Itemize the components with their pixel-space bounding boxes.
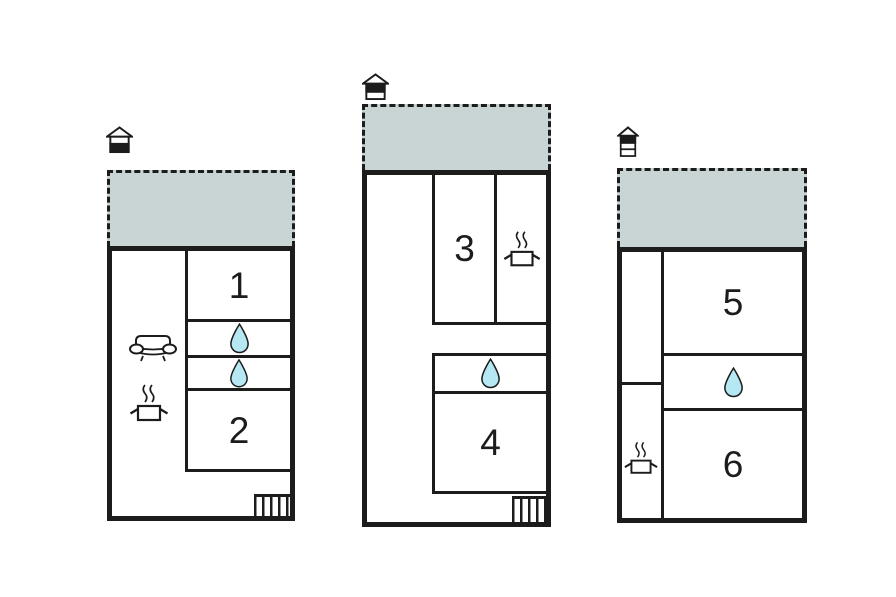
sofa-icon: [129, 335, 177, 362]
cooking-pot-icon: [503, 230, 540, 266]
kitchen: [497, 175, 546, 322]
wall: [188, 319, 290, 322]
wall: [185, 251, 188, 472]
room-4: 4: [435, 394, 546, 491]
water-drop-icon: [481, 358, 500, 389]
room-3-label: 3: [454, 228, 475, 269]
room-5-label: 5: [722, 282, 744, 323]
stairs-icon: [254, 494, 290, 516]
wall: [432, 353, 546, 356]
plan-outline: [617, 247, 807, 523]
room-1-label: 1: [228, 264, 250, 306]
room-2-label: 2: [228, 409, 250, 451]
house-level-icon-top-filled: [362, 73, 389, 101]
terrace-area: [107, 170, 295, 247]
wall: [432, 175, 435, 322]
room-3: 3: [435, 175, 494, 322]
stairs-icon: [512, 496, 546, 522]
room-2: 2: [188, 391, 290, 469]
house-level-icon-bottom-filled: [106, 126, 133, 154]
wall: [664, 353, 802, 356]
room-4-label: 4: [480, 422, 501, 463]
wall: [188, 388, 290, 391]
room-6-label: 6: [722, 444, 744, 485]
water-drop-icon: [723, 366, 743, 397]
wall: [188, 355, 290, 358]
wall: [622, 382, 661, 385]
wall: [661, 252, 664, 518]
water-drop-icon: [230, 358, 248, 387]
wall: [185, 469, 290, 472]
wall: [432, 391, 546, 394]
house-level-icon-three-storey-top-filled: [617, 126, 639, 157]
terrace-area: [362, 104, 551, 170]
wall: [494, 175, 497, 322]
bathroom: [188, 322, 290, 355]
plan-outline: [362, 170, 551, 527]
bathroom: [188, 358, 290, 388]
wall: [432, 491, 546, 494]
wall: [432, 353, 435, 494]
bathroom: [664, 356, 802, 408]
bathroom: [435, 356, 546, 391]
room-6: 6: [664, 411, 802, 518]
wall: [664, 408, 802, 411]
terrace-area: [617, 168, 807, 247]
room-1: 1: [188, 251, 290, 319]
room-5: 5: [664, 252, 802, 353]
water-drop-icon: [229, 323, 249, 354]
wall: [432, 322, 546, 325]
plan-outline: [107, 246, 295, 521]
cooking-pot-icon: [624, 441, 658, 474]
cooking-pot-icon: [129, 384, 169, 422]
